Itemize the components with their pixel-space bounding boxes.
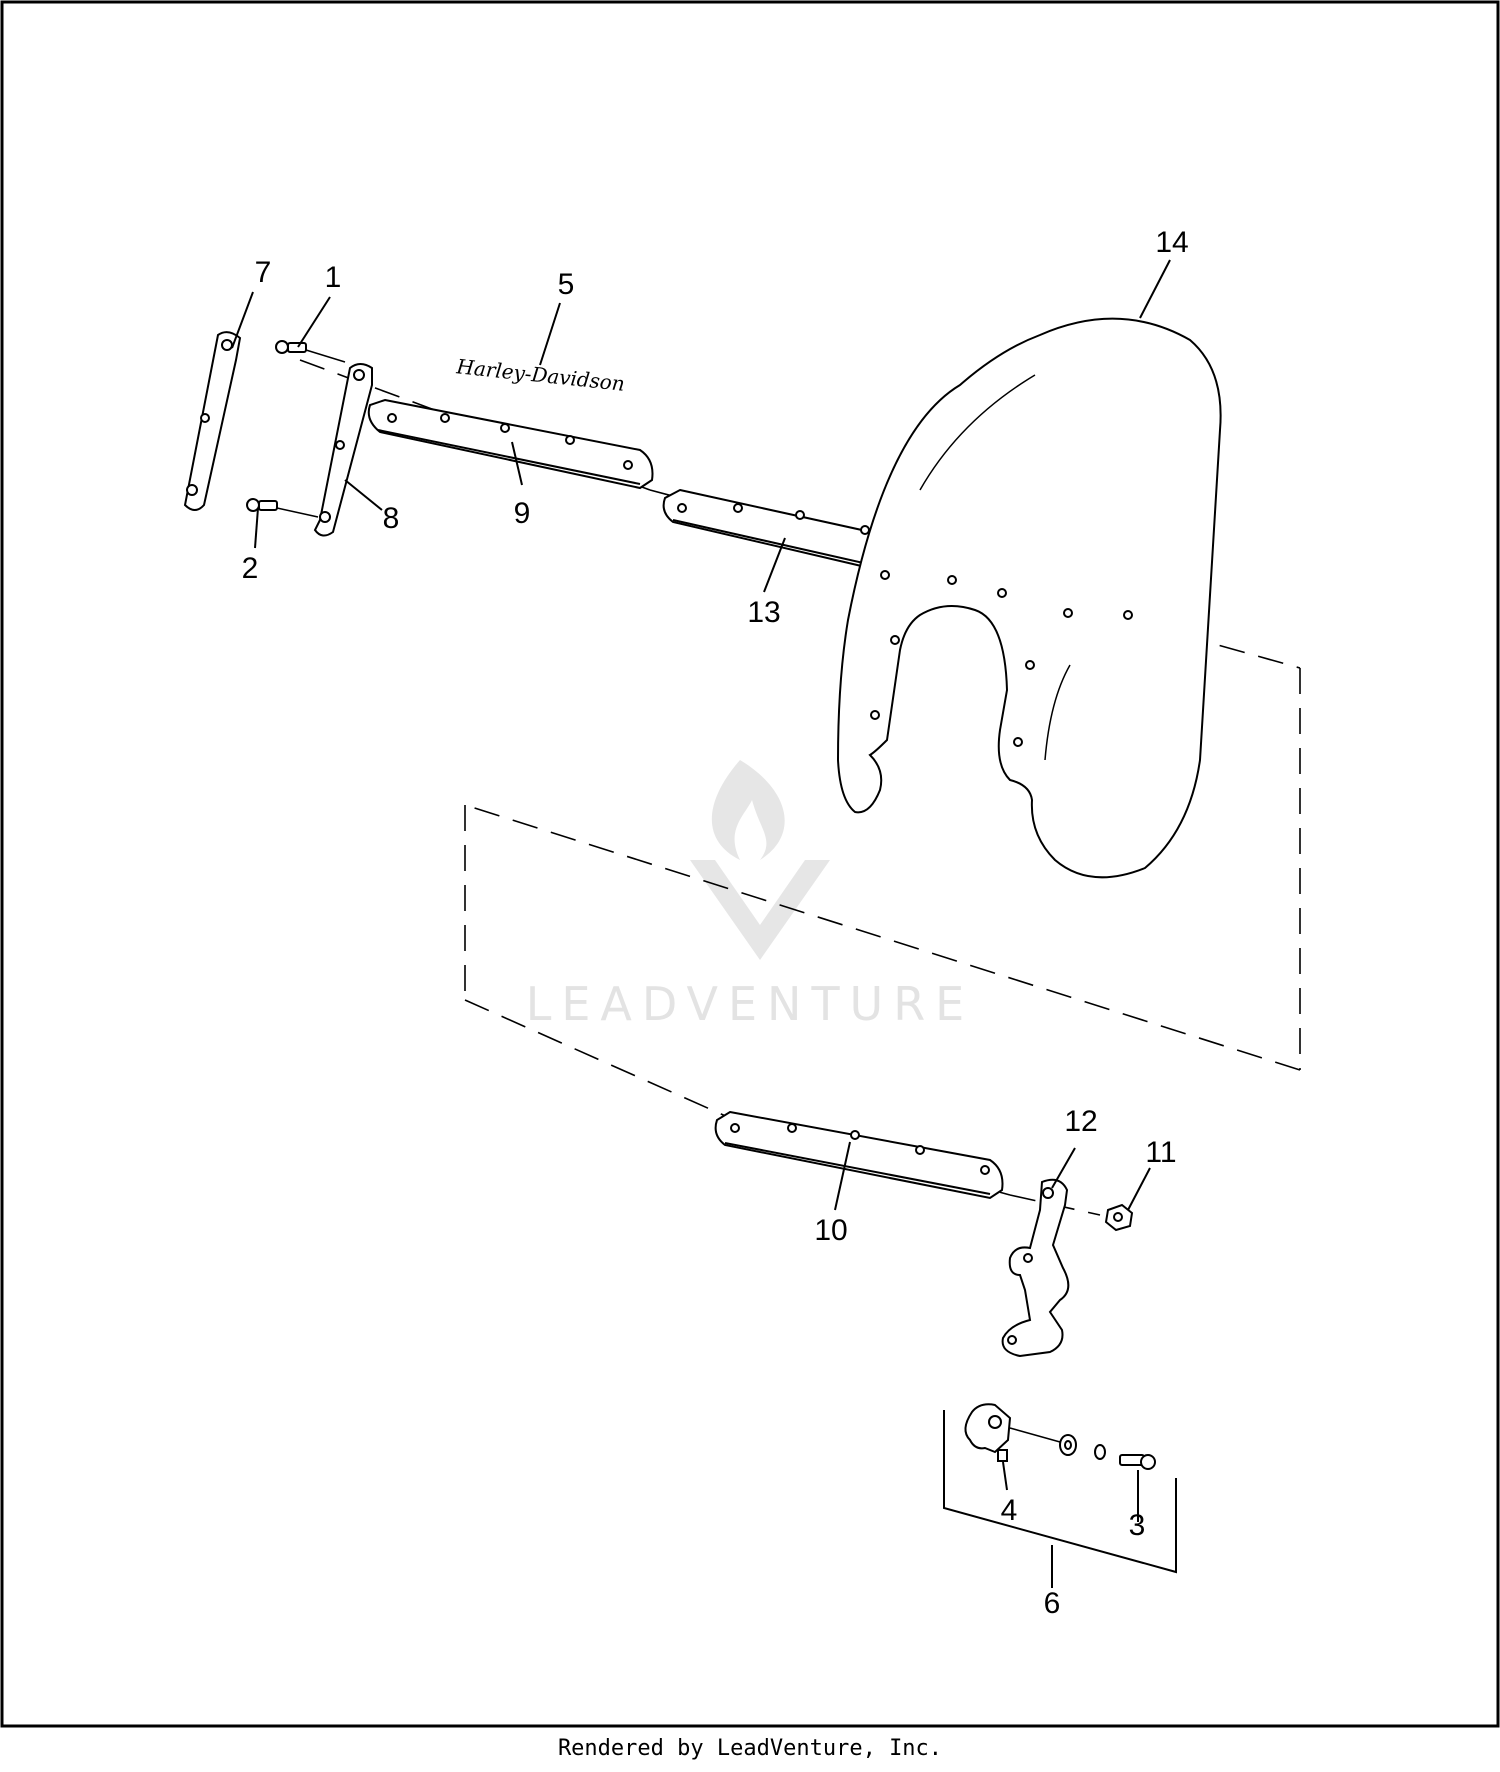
kit-6-bracket: [943, 1410, 1177, 1574]
callout-7: 7: [255, 256, 272, 289]
callout-11: 11: [1145, 1136, 1176, 1169]
part-7-bracket[interactable]: [183, 331, 242, 511]
part-9-trim-strip[interactable]: [367, 398, 654, 490]
part-2-screw[interactable]: [246, 498, 278, 512]
leader-lines: [231, 259, 1171, 1588]
part-4-clamp[interactable]: [964, 1403, 1012, 1462]
callout-6: 6: [1044, 1587, 1061, 1620]
part-1-screw[interactable]: [275, 340, 307, 354]
part-12-mount-bracket[interactable]: [1001, 1178, 1070, 1358]
callout-10: 10: [814, 1214, 847, 1247]
callout-5: 5: [558, 268, 575, 301]
callout-8: 8: [383, 502, 400, 535]
callout-13: 13: [747, 596, 780, 629]
part-11-nut[interactable]: [1104, 1203, 1134, 1232]
footer-credit: Rendered by LeadVenture, Inc.: [557, 1736, 943, 1761]
watermark-text: LEADVENTURE: [526, 977, 975, 1031]
callout-12: 12: [1064, 1105, 1097, 1138]
callout-3: 3: [1129, 1509, 1146, 1542]
part-8-bracket[interactable]: [313, 363, 373, 537]
part-10-trim-strip[interactable]: [714, 1110, 1004, 1200]
callout-14: 14: [1155, 226, 1188, 259]
callout-4: 4: [1001, 1494, 1018, 1527]
callout-1: 1: [325, 261, 342, 294]
callout-2: 2: [242, 552, 259, 585]
part-5-logo[interactable]: Harley-Davidson: [455, 354, 626, 396]
part-3-screw-set[interactable]: [1059, 1434, 1156, 1470]
part-14-windshield[interactable]: [836, 317, 1222, 879]
watermark-logo: [690, 760, 830, 960]
diagram-border: [0, 0, 1500, 1728]
callout-9: 9: [514, 497, 531, 530]
